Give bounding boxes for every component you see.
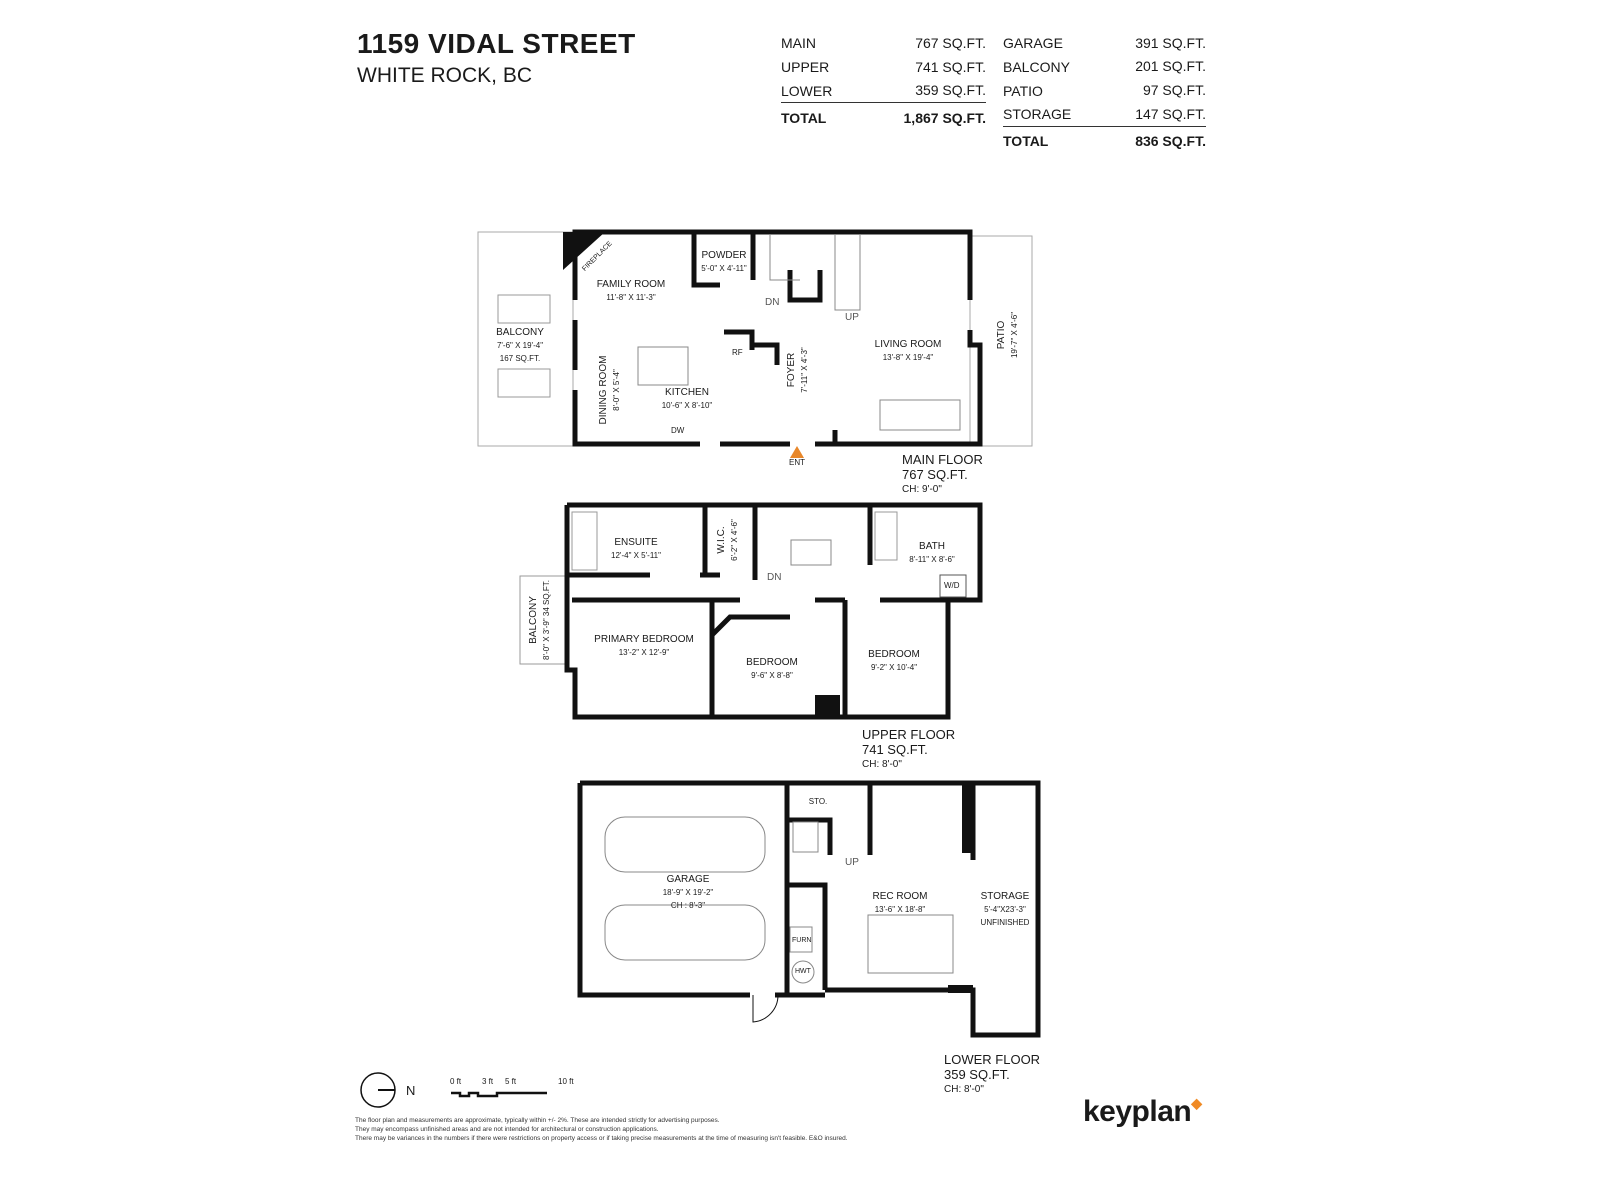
- area-label: STORAGE: [1003, 106, 1072, 122]
- total-label: TOTAL: [781, 110, 827, 126]
- stairs-up-label: UP: [845, 857, 859, 868]
- area-value: 767 SQ.FT.: [915, 35, 986, 51]
- property-city: WHITE ROCK, BC: [357, 64, 533, 87]
- total-value: 836 SQ.FT.: [1135, 133, 1206, 149]
- entry-marker: [790, 446, 804, 458]
- area-label: BALCONY: [1003, 59, 1070, 75]
- area-value: 391 SQ.FT.: [1135, 35, 1206, 51]
- area-label: LOWER: [781, 83, 833, 99]
- scale-tick: 0 ft: [450, 1077, 462, 1086]
- upper-floor-plan: [519, 502, 983, 720]
- fridge-label: RF: [732, 348, 743, 357]
- hot-water-tank-label: HWT: [795, 968, 811, 975]
- scale-tick: 3 ft: [482, 1077, 494, 1086]
- north-arrow-icon: [360, 1072, 396, 1108]
- area-value: 147 SQ.FT.: [1135, 106, 1206, 122]
- scale-tick: 10 ft: [558, 1077, 574, 1086]
- area-value: 741 SQ.FT.: [915, 59, 986, 75]
- main-floor-plan: [477, 229, 1033, 458]
- logo-flame-icon: ◆: [1191, 1095, 1202, 1111]
- stairs-down-label: DN: [765, 297, 780, 308]
- area-label: MAIN: [781, 35, 816, 51]
- area-value: 359 SQ.FT.: [915, 82, 986, 98]
- entrance-label: ENT: [789, 458, 805, 467]
- area-label: UPPER: [781, 59, 830, 75]
- dishwasher-label: DW: [671, 426, 685, 435]
- area-value: 97 SQ.FT.: [1142, 82, 1206, 98]
- keyplan-logo: keyplan◆: [1083, 1095, 1202, 1128]
- stairs-down-label: DN: [767, 572, 782, 583]
- divider: [1003, 126, 1206, 127]
- stairs-up-label: UP: [845, 312, 859, 323]
- scale-tick: 5 ft: [505, 1077, 517, 1086]
- room-label-storage-closet: STO.: [808, 797, 828, 806]
- area-label: PATIO: [1003, 83, 1043, 99]
- north-label: N: [406, 1083, 416, 1098]
- divider: [781, 102, 986, 103]
- lower-floor-plan: [577, 780, 1041, 1038]
- room-label-wic: W.I.C.6'-2" X 4'-6": [716, 519, 739, 561]
- total-label: TOTAL: [1003, 133, 1049, 149]
- area-label: GARAGE: [1003, 35, 1063, 51]
- property-address: 1159 VIDAL STREET: [357, 28, 636, 59]
- total-value: 1,867 SQ.FT.: [903, 110, 986, 126]
- disclaimer: The floor plan and measurements are appr…: [355, 1117, 848, 1142]
- furnace-label: FURN: [792, 937, 812, 944]
- washer-dryer-label: W/D: [944, 581, 960, 590]
- scale-bar: [451, 1091, 547, 1098]
- area-value: 201 SQ.FT.: [1135, 58, 1206, 74]
